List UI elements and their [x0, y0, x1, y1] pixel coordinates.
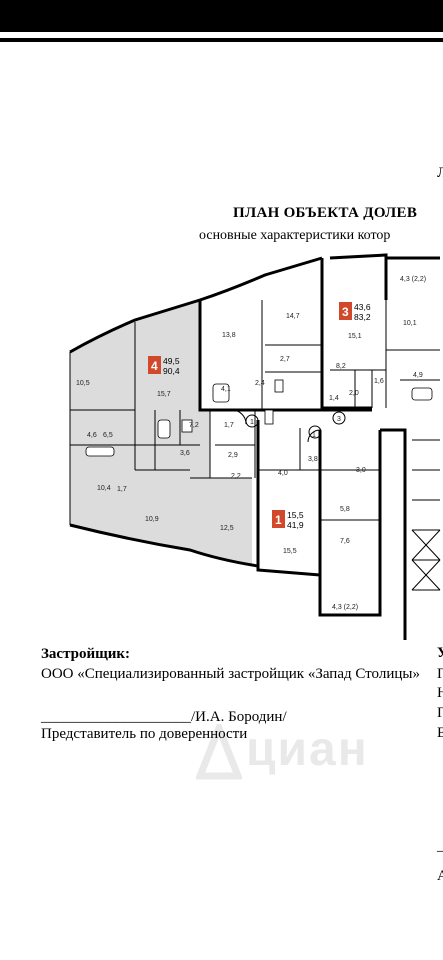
room-area: 1,6 — [374, 378, 384, 385]
room-area: 15,1 — [348, 333, 362, 340]
room-area: 1,4 — [329, 395, 339, 402]
page-corner — [432, 38, 443, 98]
room-area: 10,1 — [403, 320, 417, 327]
cian-watermark: циан — [196, 720, 426, 790]
room-area: 3,0 — [356, 467, 366, 474]
stair-number: 3 — [337, 416, 341, 423]
signature-line: ____________________/И.А. Бородин/ — [41, 709, 287, 725]
room-area: 12,5 — [220, 525, 234, 532]
apartment-3-badge — [339, 302, 352, 320]
right-column-letter: Г — [437, 666, 443, 682]
room-area: 4,6 — [87, 432, 97, 439]
watermark-text: циан — [246, 723, 369, 776]
right-column-letter: А — [437, 868, 443, 884]
apartment-3-number: 3 — [342, 305, 349, 319]
stair-number: 1 — [250, 419, 254, 426]
apartment-4-living: 49,5 — [163, 356, 180, 366]
apartment-3-total: 83,2 — [354, 312, 371, 322]
room-area: 3,8 — [308, 456, 318, 463]
apartment-4-shade-2 — [190, 478, 252, 565]
right-column-letter: Г — [437, 705, 443, 721]
document-title: ПЛАН ОБЪЕКТА ДОЛЕВ — [233, 205, 418, 221]
floor-plan: 10,5 15,7 4,6 6,5 10,4 1,7 10,9 12,5 7,2… — [69, 253, 441, 640]
right-column-letter: Н — [437, 685, 443, 701]
room-area: 2,4 — [255, 380, 265, 387]
room-area: 3,6 — [180, 450, 190, 457]
apartment-1-living: 15,5 — [287, 510, 304, 520]
room-area: 2,9 — [228, 452, 238, 459]
room-area: 7,6 — [340, 538, 350, 545]
apartment-1-badge — [272, 510, 285, 528]
room-area: 5,8 — [340, 506, 350, 513]
room-area: 6,5 — [103, 432, 113, 439]
room-area: 4,0 — [278, 470, 288, 477]
room-area: 2,7 — [280, 356, 290, 363]
room-area: 7,2 — [189, 422, 199, 429]
cian-logo-icon — [196, 724, 242, 780]
room-area: 15,5 — [283, 548, 297, 555]
apartment-1-number: 1 — [275, 513, 282, 527]
representative-label: Представитель по доверенности — [41, 726, 248, 742]
plan-labels: 10,5 15,7 4,6 6,5 10,4 1,7 10,9 12,5 7,2… — [76, 276, 426, 611]
room-area: 1,7 — [117, 486, 127, 493]
room-area: 4,3 (2,2) — [400, 276, 426, 283]
room-area: 8,2 — [336, 363, 346, 370]
apartment-4-badge — [148, 356, 161, 374]
apartment-badges: 4 49,5 90,4 3 43,6 83,2 1 15,5 41,9 — [148, 302, 371, 530]
room-area: 10,5 — [76, 380, 90, 387]
apartment-3-living: 43,6 — [354, 302, 371, 312]
document-subtitle: основные характеристики котор — [199, 228, 391, 243]
apartment-1-shade — [258, 428, 320, 570]
room-area: 10,4 — [97, 485, 111, 492]
room-area: 10,9 — [145, 516, 159, 523]
developer-heading: Застройщик: — [41, 646, 131, 662]
room-area: 4,3 (2,2) — [332, 604, 358, 611]
apartment-4-shade — [70, 300, 210, 550]
page-top-edge — [0, 38, 443, 42]
apartment-1-total: 41,9 — [287, 520, 304, 530]
room-area: 4,9 — [413, 372, 423, 379]
room-area: 2,0 — [349, 390, 359, 397]
room-area: 15,7 — [157, 391, 171, 398]
right-column-letter: – — [437, 843, 443, 860]
top-black-bar — [0, 0, 443, 32]
room-area: 14,7 — [286, 313, 300, 320]
room-area: 1,7 — [224, 422, 234, 429]
apartment-4-number: 4 — [151, 359, 158, 373]
right-column-letter: У — [437, 645, 443, 661]
room-area: 13,8 — [222, 332, 236, 339]
apartment-4-total: 90,4 — [163, 366, 180, 376]
room-area: 2,2 — [231, 473, 241, 480]
stair-number: 1 — [312, 432, 316, 439]
edge-letter: Л — [437, 165, 443, 181]
developer-company: ООО «Специализированный застройщик «Запа… — [41, 666, 420, 682]
room-area: 4,1 — [221, 386, 231, 393]
right-column-letter: Е — [437, 725, 443, 741]
